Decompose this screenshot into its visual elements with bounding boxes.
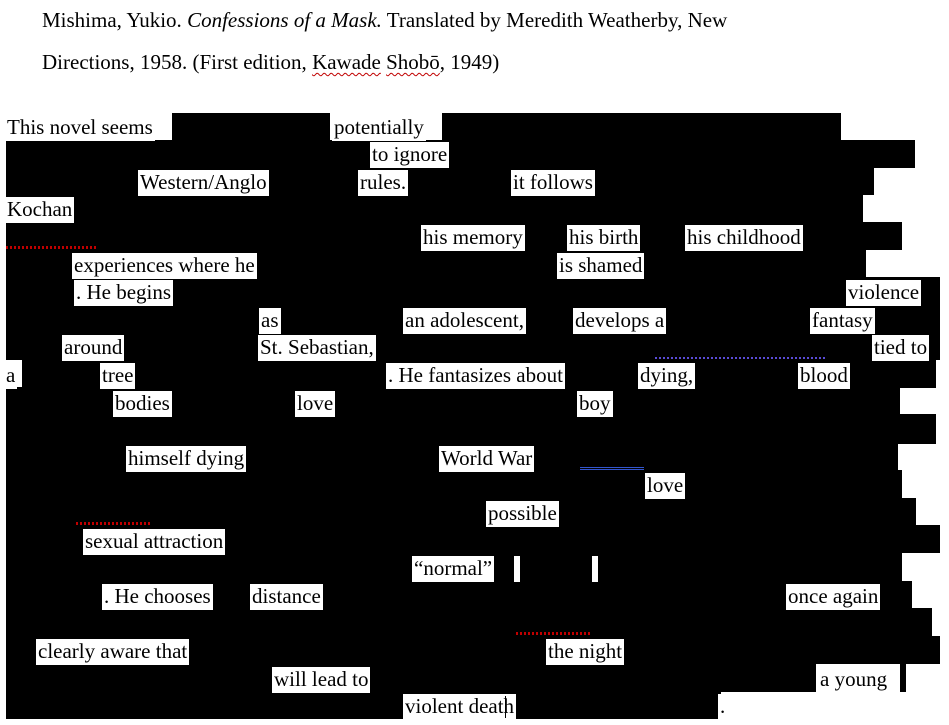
gap-patch xyxy=(592,556,598,582)
poem-word: a xyxy=(4,363,18,389)
spellcheck-underline xyxy=(516,632,592,635)
poem-word: distance xyxy=(250,584,323,610)
gap-patch xyxy=(514,556,520,582)
poem-word: This novel seems xyxy=(5,115,155,141)
poem-word: is shamed xyxy=(557,253,645,279)
citation-line-1: Mishima, Yukio. Confessions of a Mask. T… xyxy=(42,8,727,32)
grammar-underline xyxy=(580,467,644,470)
poem-word: bodies xyxy=(113,391,172,417)
poem-word: a young xyxy=(818,667,890,693)
poem-word: tree xyxy=(100,363,136,389)
poem-word: possible xyxy=(486,501,559,527)
poem-word: rules. xyxy=(358,170,409,196)
poem-word: potentially xyxy=(332,115,426,141)
poem-word: the night xyxy=(546,639,625,665)
poem-word: fantasy xyxy=(810,308,875,334)
spellcheck-underline xyxy=(76,522,152,525)
poem-word: his memory xyxy=(421,225,525,251)
poem-word: blood xyxy=(798,363,850,389)
poem-word: love xyxy=(295,391,336,417)
grammar-underline xyxy=(655,357,825,359)
redaction-bar xyxy=(6,498,916,526)
redaction-bar xyxy=(6,664,816,692)
poem-word: experiences where he xyxy=(72,253,257,279)
poem-word: Kochan xyxy=(5,197,75,223)
poem-word: love xyxy=(645,473,686,499)
citation-author: Mishima, Yukio. xyxy=(42,8,182,32)
poem-word: clearly aware that xyxy=(36,639,190,665)
text-cursor xyxy=(505,696,506,718)
poem-word: . xyxy=(718,694,728,720)
poem-word: boy xyxy=(577,391,613,417)
redaction-bar xyxy=(6,332,940,360)
redaction-bar xyxy=(6,608,932,636)
spellcheck-underline xyxy=(6,246,96,249)
poem-word: around xyxy=(62,335,125,361)
poem-word: World War xyxy=(439,446,535,472)
redaction-bar xyxy=(6,167,874,195)
redaction-bar xyxy=(6,140,915,168)
poem-word: violent death xyxy=(403,694,517,720)
citation-pub-start: Directions, 1958. (First edition, xyxy=(42,50,313,74)
citation-publisher-1: Kawade xyxy=(312,50,381,74)
poem-word: violence xyxy=(846,280,922,306)
citation-line-2: Directions, 1958. (First edition, Kawade… xyxy=(42,50,499,74)
poem-word: as xyxy=(259,308,281,334)
redaction-bar xyxy=(442,113,841,141)
redaction-bar xyxy=(900,664,906,692)
citation-publisher-2: Shobō xyxy=(386,50,440,74)
poem-word: sexual attraction xyxy=(83,529,226,555)
citation-details: Translated by Meredith Weatherby, New xyxy=(386,8,728,32)
poem-word: . He begins xyxy=(74,280,174,306)
poem-word: “normal” xyxy=(412,556,495,582)
citation-title: Confessions of a Mask. xyxy=(187,8,382,32)
poem-word: to ignore xyxy=(370,142,450,168)
poem-word: his birth xyxy=(567,225,641,251)
citation-pub-end: , 1949) xyxy=(439,50,500,74)
redaction-bar xyxy=(6,195,863,223)
redaction-bar xyxy=(6,470,902,498)
poem-word: himself dying xyxy=(126,446,247,472)
poem-word: an adolescent, xyxy=(403,308,526,334)
poem-word: develops a xyxy=(573,308,667,334)
poem-word: his childhood xyxy=(685,225,803,251)
poem-word: once again xyxy=(786,584,881,610)
redaction-bar xyxy=(6,414,936,444)
poem-word: . He chooses xyxy=(102,584,213,610)
poem-word: dying, xyxy=(638,363,696,389)
redaction-bar xyxy=(172,113,330,141)
redaction-bar xyxy=(6,691,721,719)
poem-word: tied to xyxy=(872,335,930,361)
poem-word: will lead to xyxy=(272,667,371,693)
poem-word: . He fantasizes about xyxy=(386,363,565,389)
poem-word: St. Sebastian, xyxy=(258,335,376,361)
poem-word: Western/Anglo xyxy=(138,170,269,196)
poem-word: it follows xyxy=(511,170,595,196)
